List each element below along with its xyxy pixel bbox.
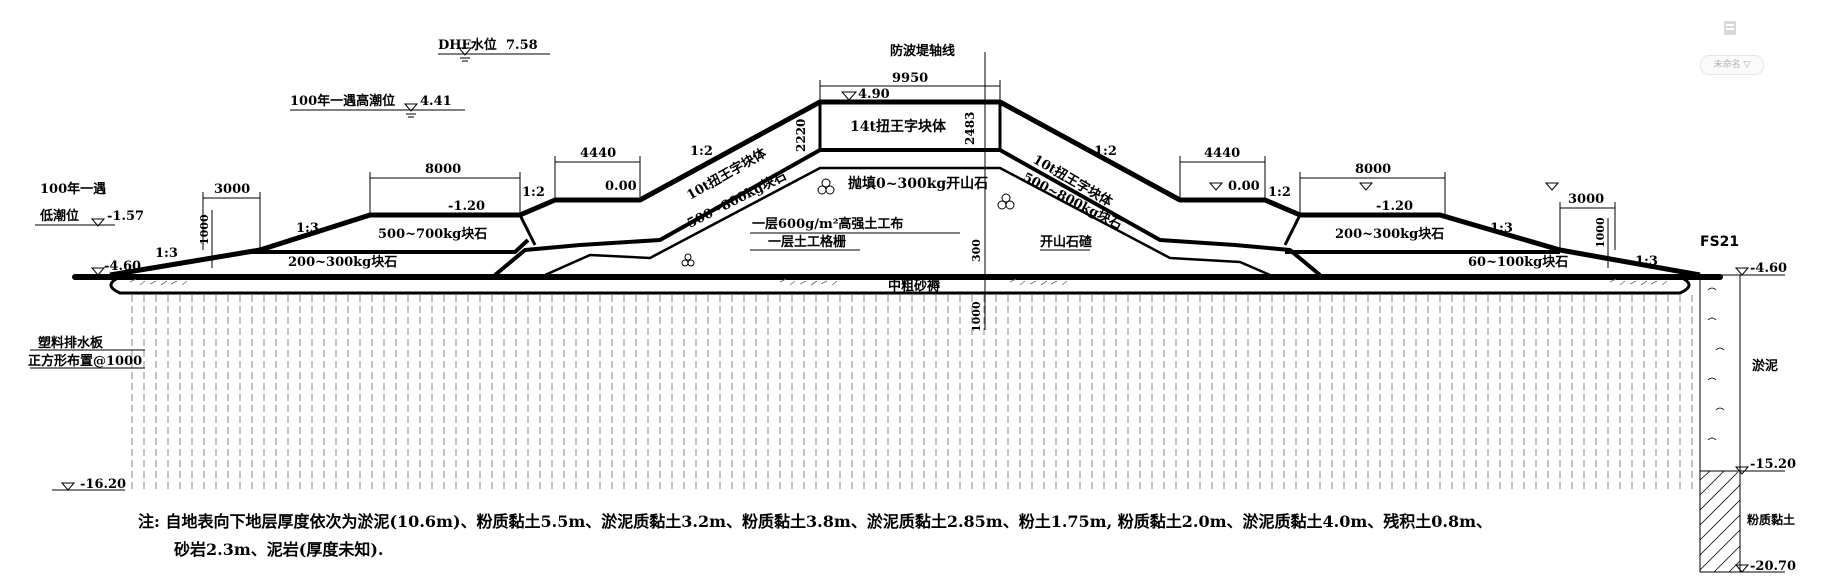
drain-board-label: 塑料排水板 — [38, 335, 104, 351]
slope-left-berm: 1:2 — [522, 185, 545, 200]
tide100-high-label: 100年一遇高潮位 — [290, 93, 395, 109]
sand-hatch — [129, 278, 1668, 286]
geotextile-label: 一层600g/m²高强土工布 — [752, 216, 903, 232]
armor-thick: 2220 — [794, 119, 808, 152]
inner-armor-line — [493, 148, 1322, 277]
tide100-high-elev: 4.41 — [420, 94, 452, 109]
borehole-id: FS21 — [1700, 234, 1739, 250]
left-seabed-elev: -4.60 — [104, 259, 141, 274]
borehole-bottom-elev: -20.70 — [1750, 559, 1796, 574]
core-line — [544, 166, 1271, 277]
left-toe-width: 8000 — [425, 162, 461, 177]
crown-block-label: 14t扭王字块体 — [850, 118, 947, 135]
crest-width: 9950 — [892, 71, 928, 86]
right-berm-width: 4440 — [1204, 146, 1240, 161]
untitled-badge[interactable]: 未命名 ▽ — [1700, 55, 1764, 75]
left-toe-elev: -1.20 — [448, 199, 485, 214]
water-level-marks — [35, 47, 550, 227]
slope-left-outer: 1:3 — [155, 246, 178, 261]
dim-300: 300 — [970, 239, 983, 262]
left-berm-width: 4440 — [580, 146, 616, 161]
breakwater-outlines — [109, 99, 1701, 278]
geogrid-label: 一层土工格栅 — [768, 234, 846, 250]
stone-60-100-label: 60~100kg块石 — [1468, 254, 1568, 270]
core-fill-label: 抛填0~300kg开山石 — [848, 175, 988, 192]
dhf-water-elev: 7.58 — [506, 38, 538, 53]
right-toe-elev: -1.20 — [1376, 199, 1413, 214]
axis-label: 防波堤轴线 — [890, 43, 955, 59]
outer-armor-line — [109, 99, 1701, 278]
borehole-layer1: 淤泥 — [1752, 358, 1778, 374]
slope-right-upper: 1:2 — [1094, 144, 1117, 159]
geology-note: 注: 自地表向下地层厚度依次为淤泥(10.6m)、粉质黏土5.5m、淤泥质黏土3… — [138, 508, 1598, 564]
right-outer-width: 3000 — [1568, 192, 1604, 207]
document-icon — [1724, 21, 1736, 35]
crown-height: 2483 — [963, 112, 977, 145]
right-outer-height: 1000 — [1594, 217, 1607, 248]
crest-elev: 4.90 — [858, 87, 890, 102]
left-berm-elev: 0.00 — [605, 179, 637, 194]
stone-200-300-left: 200~300kg块石 — [288, 254, 397, 270]
rock-symbols — [681, 178, 1015, 267]
note-line-1: 注: 自地表向下地层厚度依次为淤泥(10.6m)、粉质黏土5.5m、淤泥质黏土3… — [138, 512, 1493, 531]
tide100-low-label-1: 100年一遇 — [40, 181, 106, 197]
stone-500-700-label: 500~700kg块石 — [378, 226, 487, 242]
slope-right-berm: 1:2 — [1268, 185, 1291, 200]
borehole-column — [1699, 274, 1785, 573]
left-outer-width: 3000 — [214, 182, 250, 197]
borehole-layer2: 粉质黏土 — [1747, 512, 1795, 527]
right-toe-width: 8000 — [1355, 162, 1391, 177]
slope-left-toe: 1:3 — [296, 221, 319, 236]
dimension-lines — [30, 52, 1616, 369]
tide100-low-label-2: 低潮位 — [39, 208, 79, 224]
berm-right-vertical — [1283, 214, 1302, 246]
tide100-low-elev: -1.57 — [107, 209, 144, 224]
borehole-mid-elev: -15.20 — [1750, 457, 1796, 472]
drain-layout-label: 正方形布置@1000 — [28, 353, 142, 369]
right-berm-elev: 0.00 — [1228, 179, 1260, 194]
borehole-top-elev: -4.60 — [1750, 261, 1787, 276]
left-outer-height: 1000 — [198, 214, 211, 245]
left-toe-inner — [245, 238, 530, 254]
bottom-elev: -16.20 — [80, 477, 126, 492]
note-line-2: 砂岩2.3m、泥岩(厚度未知). — [174, 540, 384, 559]
dim-1000: 1000 — [970, 301, 983, 332]
dhf-water-label: DHF水位 — [438, 37, 497, 53]
sand-cushion-layer — [109, 275, 1691, 295]
berm-left-vertical — [518, 214, 537, 246]
slope-right-outer: 1:3 — [1635, 254, 1658, 269]
sand-cushion-label: 中粗砂褥 — [888, 278, 941, 294]
stone-200-300-right: 200~300kg块石 — [1335, 226, 1444, 242]
plastic-drain-boards — [131, 295, 1693, 492]
slope-left-upper: 1:2 — [690, 144, 713, 159]
slope-right-toe: 1:3 — [1490, 221, 1513, 236]
quarry-slag-label: 开山石碴 — [1040, 234, 1093, 250]
